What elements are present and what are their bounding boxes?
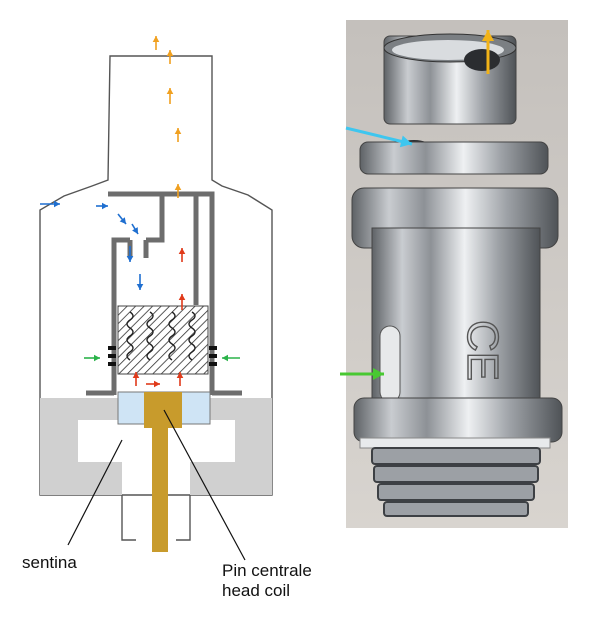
arrow-right-icon [96, 203, 108, 210]
photo-engraving: CE [458, 320, 507, 381]
arrow-down-icon [132, 224, 138, 234]
thread [372, 448, 540, 516]
arrow-down-icon [137, 274, 144, 290]
arrow-left-icon [222, 355, 240, 362]
arrow-up-icon [167, 88, 174, 104]
label-pin-line2: head coil [222, 581, 290, 601]
coil-photo: CE [340, 20, 568, 528]
arrow-right-icon [146, 381, 160, 388]
arrow-right-icon [40, 201, 60, 208]
arrow-up-icon [179, 248, 186, 262]
arrow-down-icon [118, 214, 126, 224]
label-pin-line1: Pin centrale [222, 561, 312, 581]
arrow-up-icon [175, 128, 182, 142]
central-pin [144, 392, 182, 552]
label-sentina: sentina [22, 553, 77, 573]
arrow-up-icon [153, 36, 160, 50]
arrow-up-icon [167, 50, 174, 64]
arrow-right-icon [84, 355, 100, 362]
cross-section [40, 36, 272, 560]
